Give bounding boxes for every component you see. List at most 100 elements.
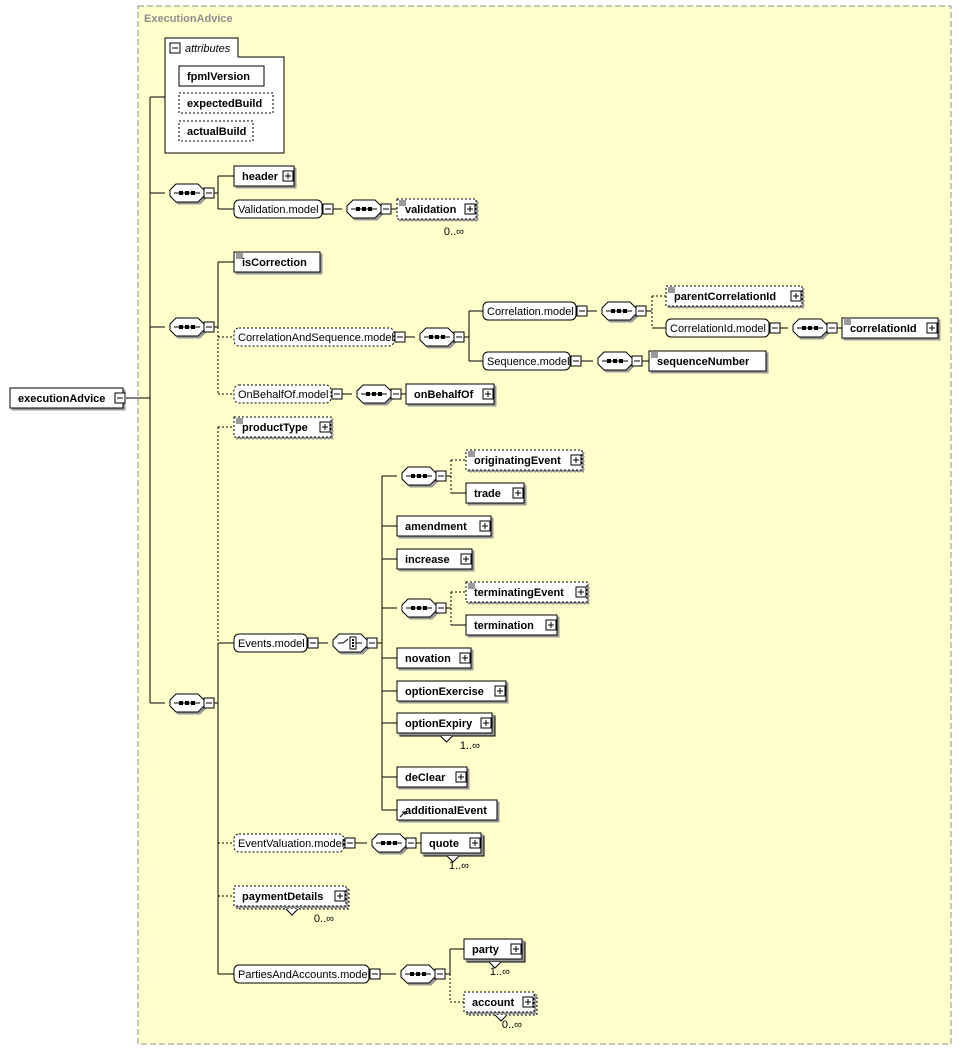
element-trade[interactable]: trade [465,482,525,504]
collapse-minus-icon[interactable] [390,388,402,400]
expand-plus-icon[interactable] [510,943,522,955]
expand-plus-icon[interactable] [464,203,476,215]
sequence-compositor[interactable] [169,183,205,203]
collapse-minus-icon[interactable] [203,187,215,199]
model-validation_model[interactable]: Validation.model [233,199,323,219]
events_model-label: Events.model [238,638,305,650]
collapse-minus-icon[interactable] [366,637,378,649]
collapse-minus-icon[interactable] [405,837,417,849]
expand-plus-icon[interactable] [575,586,587,598]
attr-fpmlVersion[interactable] [178,65,265,87]
collapse-minus-icon[interactable] [369,968,381,980]
expand-plus-icon[interactable] [570,454,582,466]
sequence-compositor[interactable] [169,693,205,713]
collapse-minus-icon[interactable] [453,331,465,343]
collapse-minus-icon[interactable] [576,305,588,317]
sequence-compositor[interactable] [400,964,436,984]
expand-plus-icon[interactable] [512,487,524,499]
expand-plus-icon[interactable] [545,619,557,631]
element-additionalEvent[interactable]: additionalEvent [396,799,498,821]
element-productType[interactable]: productType [233,416,332,438]
sequence-compositor[interactable] [169,317,205,337]
expand-plus-icon[interactable] [479,520,491,532]
attr-expectedBuild[interactable] [178,92,274,114]
model-corr_seq_model[interactable]: CorrelationAndSequence.model [233,327,395,347]
sequence-compositor[interactable] [401,466,437,486]
element-optionExercise[interactable]: optionExercise [396,680,507,702]
collapse-minus-icon[interactable] [344,837,356,849]
element-correlationId[interactable]: correlationId [841,317,939,339]
collapse-minus-icon[interactable] [307,637,319,649]
collapse-minus-icon[interactable] [114,392,126,404]
model-correlation_model[interactable]: Correlation.model [482,301,577,321]
element-isCorrection[interactable]: isCorrection [233,251,321,273]
expand-plus-icon[interactable] [282,170,294,182]
expand-plus-icon[interactable] [926,322,938,334]
model-events_model[interactable]: Events.model [233,633,308,653]
expand-plus-icon[interactable] [790,290,802,302]
expand-plus-icon[interactable] [480,717,492,729]
element-termination[interactable]: termination [465,614,558,636]
element-increase[interactable]: increase [396,548,473,570]
sequence-compositor[interactable] [401,598,437,618]
collapse-minus-icon[interactable] [826,322,838,334]
attr-actualBuild[interactable] [178,120,254,142]
optionExpiry-cardinality: 1..∞ [460,740,480,752]
collapse-minus-icon[interactable] [635,305,647,317]
collapse-minus-icon[interactable] [331,388,343,400]
sequence-compositor[interactable] [346,199,382,219]
optionExercise-label: optionExercise [405,686,484,698]
expand-plus-icon[interactable] [460,553,472,565]
collapse-minus-icon[interactable] [203,697,215,709]
element-amendment[interactable]: amendment [396,515,492,537]
collapse-minus-icon[interactable] [769,322,781,334]
expand-plus-icon[interactable] [319,421,331,433]
element-header[interactable]: header [233,165,295,187]
element-novation[interactable]: novation [396,647,472,669]
attributes-collapse-icon[interactable] [169,42,181,54]
element-originatingEvent[interactable]: originatingEvent [465,449,583,471]
collapse-minus-icon[interactable] [203,321,215,333]
collapse-minus-icon[interactable] [631,355,643,367]
sequence-compositor[interactable] [356,384,392,404]
root-element-executionAdvice[interactable]: executionAdvice [9,387,124,409]
expand-plus-icon[interactable] [469,837,481,849]
sequence-compositor[interactable] [371,833,407,853]
choice-compositor[interactable] [332,633,368,653]
productType-label: productType [242,422,308,434]
sequence-compositor[interactable] [597,351,633,371]
model-onBehalfOf_model[interactable]: OnBehalfOf.model [233,384,332,404]
expand-plus-icon[interactable] [494,685,506,697]
collapse-minus-icon[interactable] [322,203,334,215]
element-parentCorrelationId[interactable]: parentCorrelationId [665,285,803,307]
sequence-compositor[interactable] [601,301,637,321]
collapse-minus-icon[interactable] [435,470,447,482]
element-deClear[interactable]: deClear [396,766,468,788]
collapse-minus-icon[interactable] [570,355,582,367]
model-eventValuation_model[interactable]: EventValuation.model [233,833,345,853]
expand-plus-icon[interactable] [455,771,467,783]
model-sequence_model[interactable]: Sequence.model [482,351,571,371]
expand-plus-icon[interactable] [522,996,534,1008]
sequence-compositor-icon [602,359,628,363]
sequence-compositor[interactable] [419,327,455,347]
collapse-minus-icon[interactable] [380,203,392,215]
expand-plus-icon[interactable] [482,388,494,400]
collapse-minus-icon[interactable] [434,968,446,980]
expand-plus-icon[interactable] [459,652,471,664]
collapse-minus-icon[interactable] [394,331,406,343]
expand-plus-icon[interactable] [334,890,346,902]
element-sequenceNumber[interactable]: sequenceNumber [648,350,767,372]
collapse-minus-icon[interactable] [435,602,447,614]
element-onBehalfOf[interactable]: onBehalfOf [405,383,495,405]
model-correlationId_model[interactable]: CorrelationId.model [665,318,770,338]
model-partiesAndAccounts_model[interactable]: PartiesAndAccounts.model [233,964,370,984]
sequence-compositor[interactable] [792,318,828,338]
element-terminatingEvent[interactable]: terminatingEvent [465,581,588,603]
